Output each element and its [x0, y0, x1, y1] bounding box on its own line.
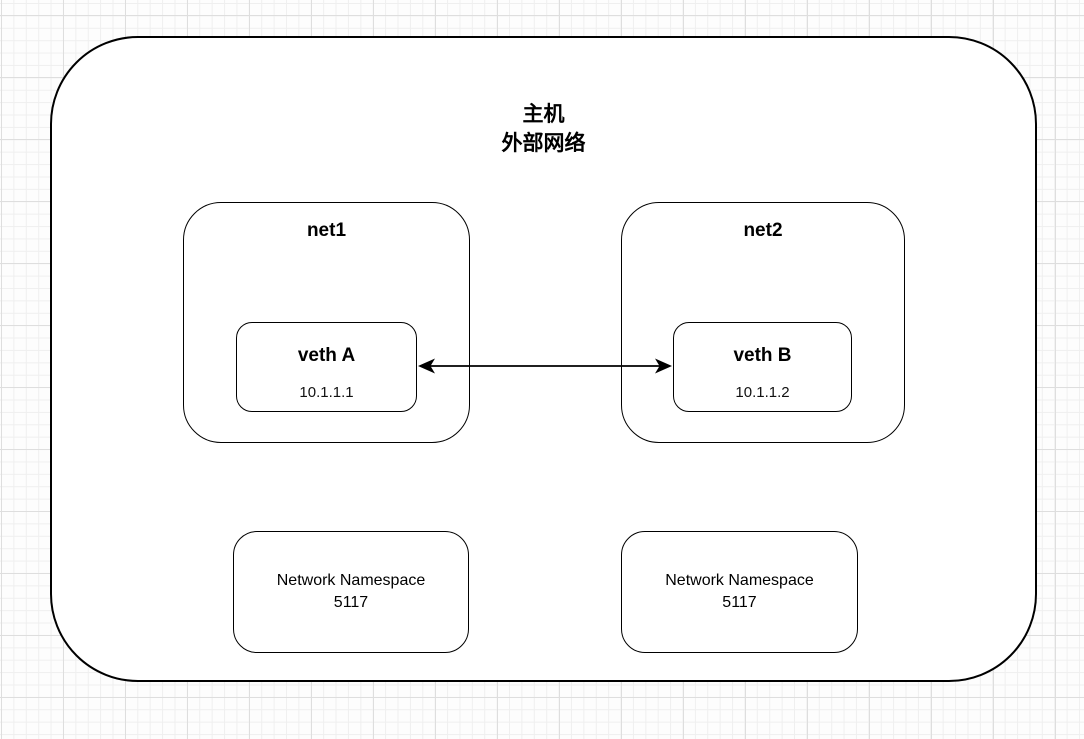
group-net1-label: net1: [306, 220, 347, 241]
group-net2-label: net2: [743, 220, 783, 241]
veth-b-label: veth B: [733, 345, 792, 366]
veth-pair-arrow: [418, 358, 672, 374]
network-namespace-1-line2: 5117: [333, 594, 369, 611]
veth-a-ip: 10.1.1.1: [299, 384, 354, 401]
network-namespace-2-line2: 5117: [722, 594, 757, 611]
network-namespace-box-1: Network Namespace 5117: [233, 531, 469, 653]
network-namespace-box-2: Network Namespace 5117: [621, 531, 858, 653]
veth-a-label: veth A: [297, 345, 356, 366]
veth-b-box: veth B 10.1.1.2: [673, 322, 852, 412]
host-title-line1: 主机: [522, 103, 565, 126]
veth-a-box: veth A 10.1.1.1: [236, 322, 417, 412]
network-namespace-1-line1: Network Namespace: [276, 572, 426, 589]
host-title-line2: 外部网络: [501, 132, 586, 155]
host-title: 主机 外部网络: [50, 100, 1037, 158]
network-namespace-2-line1: Network Namespace: [665, 572, 814, 589]
veth-b-ip: 10.1.1.2: [735, 384, 790, 401]
